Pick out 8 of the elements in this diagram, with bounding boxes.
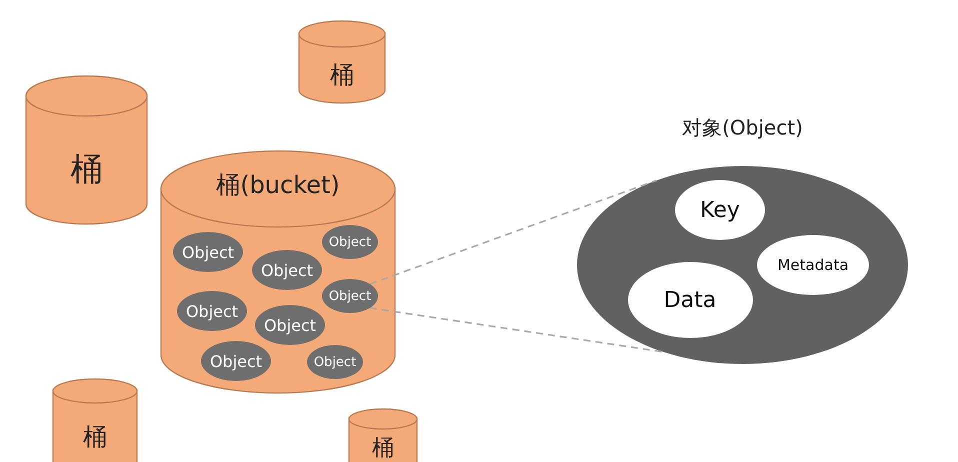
bucket-label: 桶 — [330, 60, 354, 91]
bucket-label: 桶 — [70, 148, 102, 190]
callout-line — [370, 180, 656, 285]
bucket-label: 桶(bucket) — [216, 170, 340, 202]
object-heading: 对象(Object) — [682, 114, 803, 142]
bucket-label: 桶 — [372, 435, 394, 462]
bucket-label: 桶 — [83, 422, 107, 453]
callout-line — [370, 307, 664, 353]
